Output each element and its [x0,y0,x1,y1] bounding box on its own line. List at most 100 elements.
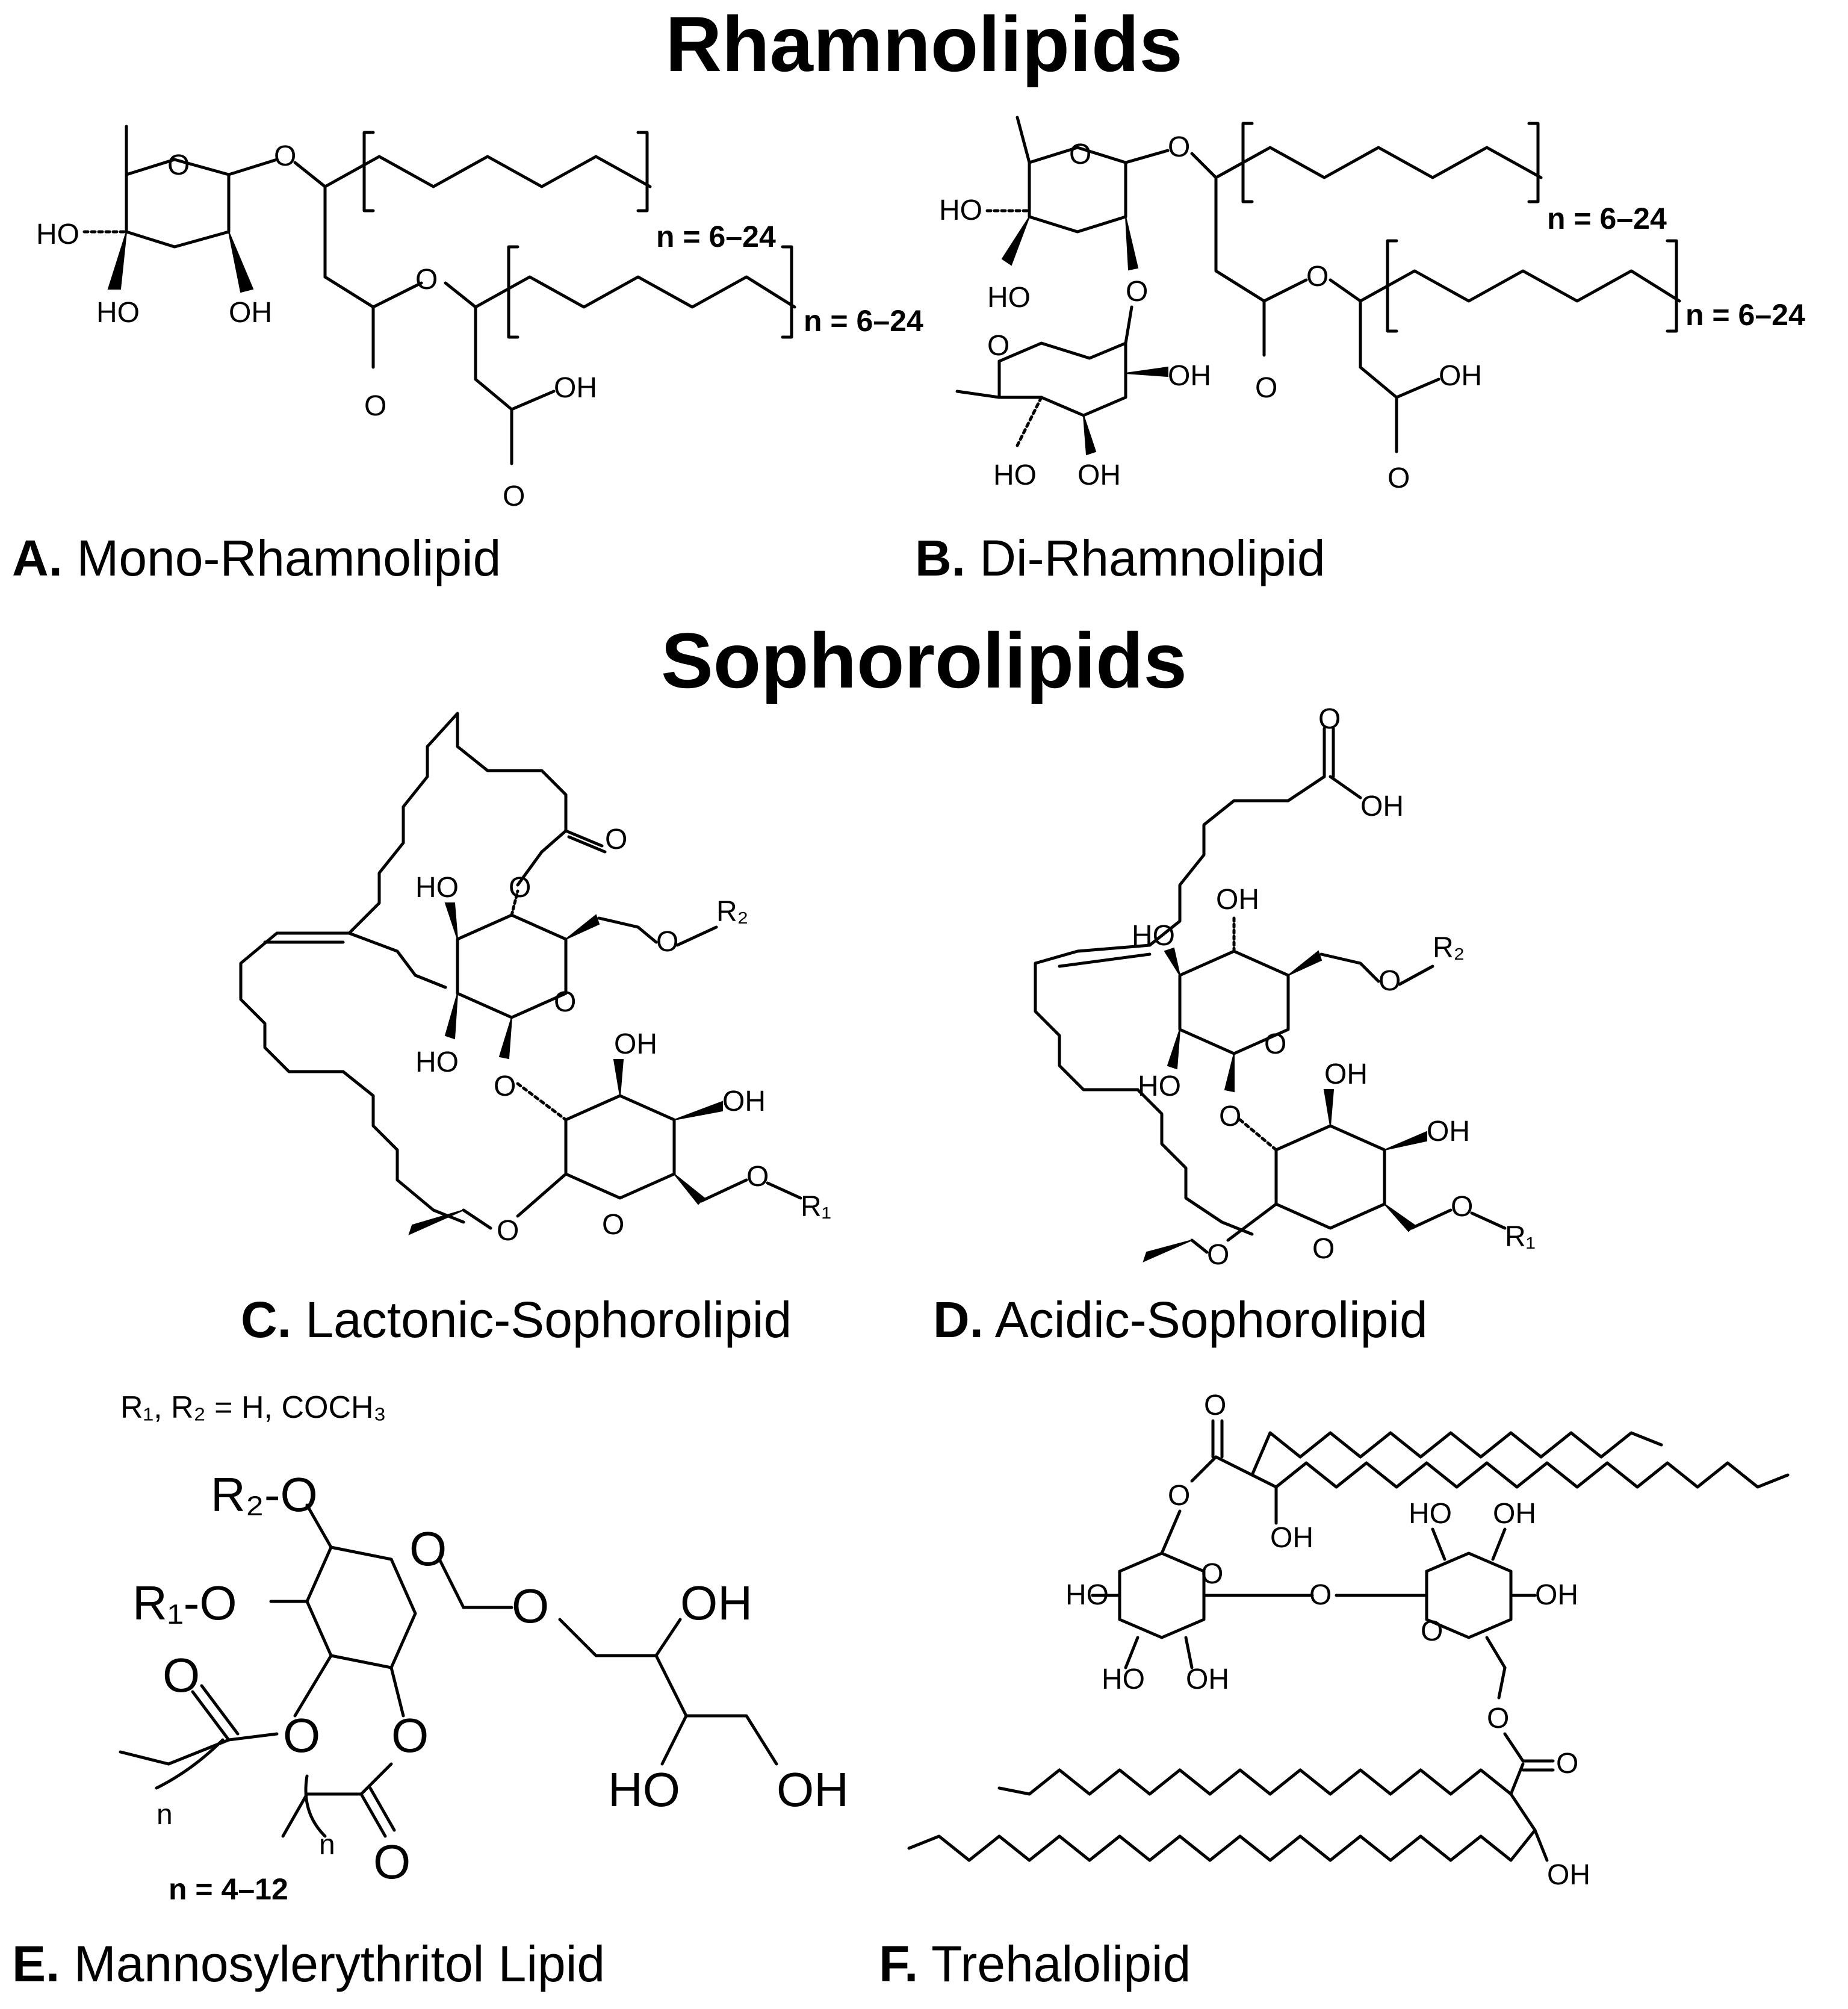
oh-label-d2: OH [1324,1058,1368,1090]
anomeric-oxygen-d: O [1207,1239,1229,1271]
oh-label-e1: OH [680,1576,752,1630]
ring-oxygen-e: O [409,1522,447,1576]
acid-carbonyl-a: O [503,480,525,512]
caption-f-letter: F. [879,1936,919,1992]
or2-oxygen-d: O [1378,965,1401,997]
structure-trehalolipid: O OH O O O HO HO OH O HO OH OH O O OH [907,1390,1790,1891]
r1-label-d: R₁ [1505,1221,1536,1253]
ho-label-c2: HO [415,1046,459,1078]
carbonyl-oxygen-e2: O [373,1835,411,1889]
glycosidic-oxygen-b1: O [1168,131,1190,163]
ho-label-f1: HO [1065,1579,1109,1611]
ring-oxygen-c1: O [554,986,576,1018]
ring-oxygen-f1: O [1201,1558,1223,1590]
r1o-label-e: R₁-O [132,1576,237,1630]
oh-label-f5: OH [1547,1859,1590,1891]
ring-oxygen-d2: O [1312,1233,1335,1265]
n-range-b2: n = 6–24 [1685,298,1805,332]
ring-oxygen-b1: O [1069,138,1091,170]
link-oxygen-b: O [1126,276,1148,308]
lactone-carbonyl-c: O [605,824,627,855]
carbonyl-oxygen-f2: O [1556,1748,1578,1780]
r-substituents-note: R₁, R₂ = H, COCH₃ [120,1390,386,1425]
glycosidic-oxygen-e: O [512,1579,549,1633]
caption-b-letter: B. [915,530,966,586]
ho-label-c1: HO [415,872,459,904]
carbonyl-oxygen-a: O [364,390,386,422]
oh-label-f3: OH [1493,1498,1536,1530]
carbonyl-oxygen-b: O [1255,372,1277,404]
n-label-e1: n [157,1799,173,1831]
ester-oxygen-b: O [1306,261,1329,293]
ring-oxygen-c2: O [602,1209,624,1241]
caption-e: E. Mannosylerythritol Lipid [12,1939,605,1989]
ester-oxygen-f1: O [1168,1480,1190,1512]
ho-label-b1: HO [939,194,982,226]
caption-e-name: Mannosylerythritol Lipid [73,1936,606,1992]
oh-label-f4: OH [1535,1579,1578,1611]
ester-oxygen-e1: O [283,1709,320,1762]
caption-a: A. Mono-Rhamnolipid [12,533,501,583]
acid-carbonyl-b: O [1388,462,1410,494]
ring-oxygen-b2: O [987,330,1009,362]
ho-label-f2: HO [1102,1663,1145,1695]
acid-oh-a: OH [554,372,597,404]
or1-oxygen-d: O [1451,1191,1473,1223]
n-range-a1: n = 6–24 [656,220,776,253]
oh-label-b2: OH [1077,459,1121,491]
caption-d: D. Acidic-Sophorolipid [933,1294,1428,1345]
title-rhamnolipids: Rhamnolipids [665,0,1183,88]
caption-d-name: Acidic-Sophorolipid [994,1291,1428,1348]
oh-label-c2: OH [722,1085,766,1117]
carbonyl-oxygen-f1: O [1204,1390,1226,1421]
oh-label-c1: OH [614,1028,657,1060]
caption-c-name: Lactonic-Sophorolipid [305,1291,792,1348]
acid-carbonyl-d: O [1318,703,1341,735]
title-sophorolipids: Sophorolipids [661,616,1187,704]
ho-label-e1: HO [608,1763,680,1816]
acid-oh-d: OH [1360,790,1404,822]
ring-oxygen-d1: O [1264,1028,1286,1060]
n-label-e2: n [319,1829,335,1861]
anomeric-oxygen-c: O [497,1215,519,1247]
or1-oxygen-c: O [746,1161,769,1193]
caption-a-letter: A. [12,530,63,586]
ho-label-d2: HO [1138,1070,1181,1102]
link-oxygen-d: O [1219,1101,1241,1132]
n-range-b1: n = 6–24 [1547,202,1667,235]
caption-e-letter: E. [12,1936,60,1992]
caption-d-letter: D. [933,1291,984,1348]
oh-label-e2: OH [777,1763,849,1816]
structure-acidic-sophorolipid: O OH O OH HO O R₂ HO O O OH OH O R₁ O [1034,703,1536,1271]
structure-mannosylerythritol-lipid: R₁, R₂ = H, COCH₃ O R₂-O R₁-O O OH HO OH… [119,1390,849,1906]
carbonyl-oxygen-e1: O [163,1648,200,1702]
link-oxygen-c: O [494,1070,516,1102]
oh-label-a1: OH [229,297,272,329]
caption-c: C. Lactonic-Sophorolipid [241,1294,792,1345]
caption-b-name: Di-Rhamnolipid [979,530,1326,586]
structure-lactonic-sophorolipid: O O O HO O R₂ HO O O OH OH O R₁ O [239,712,831,1247]
r2-label-d: R₂ [1433,932,1465,964]
oh-label-d3: OH [1427,1116,1470,1147]
n-range-e: n = 4–12 [169,1872,288,1906]
oh-label-f1: OH [1270,1522,1313,1554]
glycosidic-oxygen-f: O [1309,1579,1332,1611]
r2-label-c: R₂ [716,896,748,928]
ho-label-b2: HO [987,282,1031,314]
or2-oxygen-c: O [656,926,678,958]
caption-a-name: Mono-Rhamnolipid [76,530,501,586]
glycosidic-oxygen-a: O [274,140,296,172]
oh-label-b1: OH [1168,360,1211,392]
lactone-oxygen-c: O [509,872,531,904]
ester-oxygen-a: O [415,264,438,296]
oh-label-d1: OH [1216,884,1259,916]
n-range-a2: n = 6–24 [804,304,923,338]
structure-di-rhamnolipid: O O HO HO O O OH HO OH n = 6–24 O O n = … [939,116,1805,494]
oh-label-f2: OH [1186,1663,1229,1695]
ester-oxygen-e2: O [391,1709,429,1762]
ho-label-a2: HO [96,297,140,329]
ester-oxygen-f2: O [1487,1703,1509,1734]
caption-f-name: Trehalolipid [931,1936,1191,1992]
caption-f: F. Trehalolipid [879,1939,1191,1989]
r2o-label-e: R₂-O [211,1468,318,1521]
